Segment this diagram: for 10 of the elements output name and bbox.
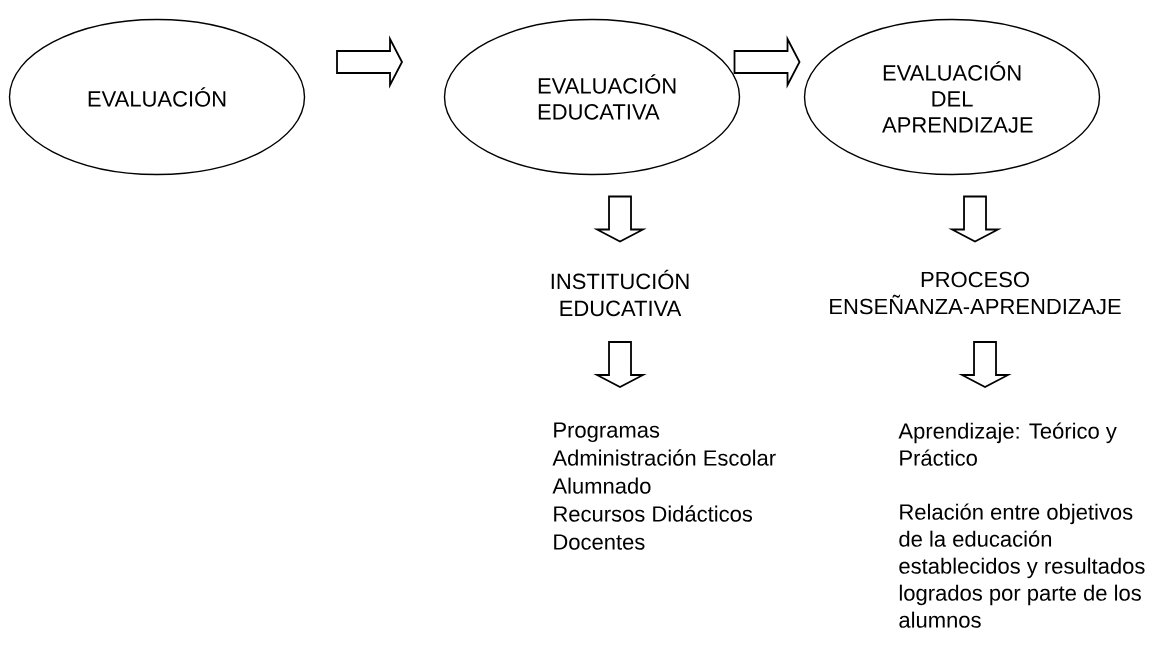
heading-text: INSTITUCIÓN EDUCATIVA bbox=[551, 269, 689, 317]
block-arrow bbox=[948, 195, 1002, 243]
block-arrow bbox=[958, 341, 1012, 389]
block-arrow bbox=[593, 341, 647, 389]
block-arrow bbox=[733, 35, 801, 89]
block-arrow bbox=[593, 195, 647, 243]
block-arrow bbox=[336, 35, 403, 89]
heading-text: PROCESO ENSEÑANZA-APRENDIZAJE bbox=[830, 271, 1121, 315]
description-text: Aprendizaje: Teórico y Práctico Relación entre objetivos de la educación establecidos y resultados logrados por parte de los alumnos bbox=[898, 422, 1145, 628]
item-list: Programas Administración Escolar Alumnado Recursos Didácticos Docentes bbox=[552, 422, 776, 550]
